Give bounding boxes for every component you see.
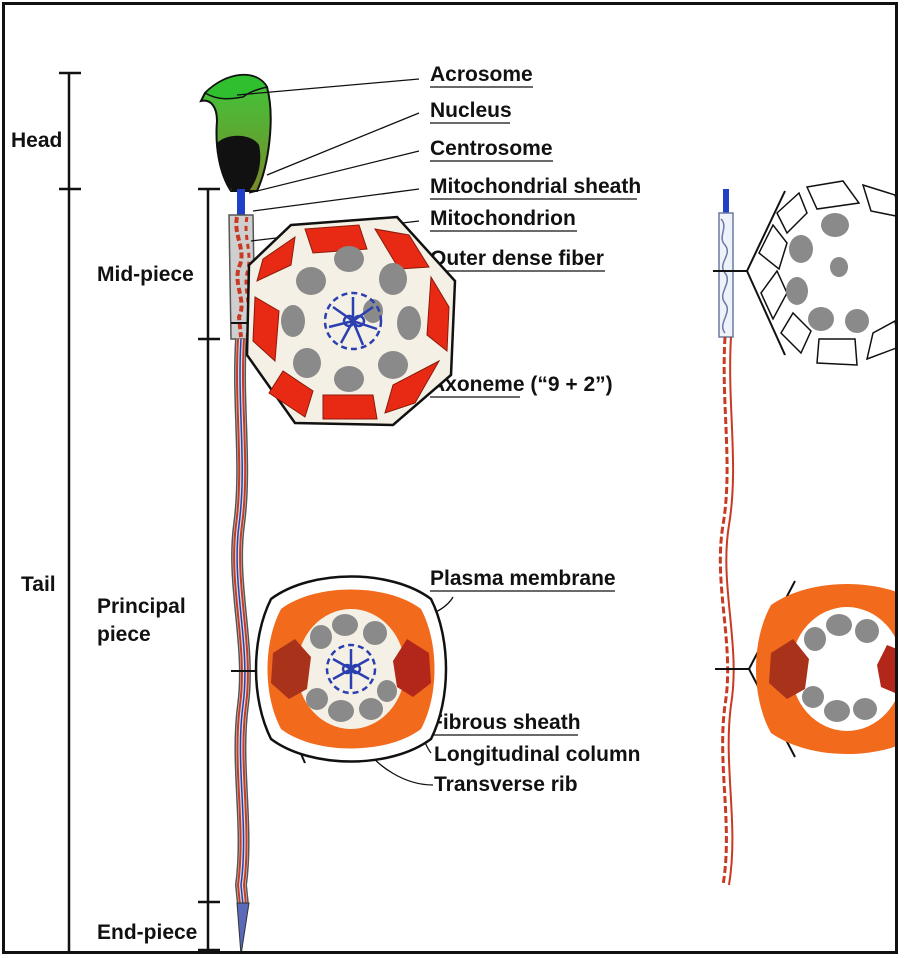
- mitochondrion-label: Mitochondrion: [430, 207, 576, 230]
- centrosome-shape: [237, 189, 245, 217]
- principal-piece-shape: [234, 339, 248, 905]
- sperm-structure-diagram: Head Tail Mid-piece Principal piece End-…: [5, 5, 898, 954]
- midpiece-cross-section: [247, 217, 455, 425]
- principal-piece-label-1: Principal: [97, 595, 186, 618]
- principal-piece-label-2: piece: [97, 623, 151, 646]
- mid-piece-label: Mid-piece: [97, 263, 194, 286]
- transverse-rib-label: Transverse rib: [434, 773, 578, 796]
- nucleus-shape: [217, 136, 260, 191]
- acrosome-label: Acrosome: [430, 63, 533, 86]
- head-label: Head: [11, 129, 62, 152]
- plasma-membrane-label: Plasma membrane: [430, 567, 616, 590]
- nucleus-label: Nucleus: [430, 99, 512, 122]
- axoneme-label: Axoneme (“9 + 2”): [430, 373, 613, 396]
- principal-cross-section: [256, 577, 446, 762]
- tail-label: Tail: [21, 573, 56, 596]
- end-piece-shape: [237, 903, 249, 954]
- tail-bracket: [59, 189, 81, 953]
- subregion-bracket: [198, 189, 220, 950]
- right-principal-cross-section: [756, 584, 898, 754]
- outer-dense-fiber-label: Outer dense fiber: [430, 247, 604, 270]
- end-piece-label: End-piece: [97, 921, 197, 944]
- sperm-head: [201, 75, 271, 191]
- right-midpiece-cross-section: [759, 181, 898, 365]
- longitudinal-column-label: Longitudinal column: [434, 743, 640, 766]
- fibrous-sheath-label: Fibrous sheath: [430, 711, 581, 734]
- centrosome-label: Centrosome: [430, 137, 553, 160]
- right-sperm-tail: [719, 189, 734, 885]
- mitochondrial-sheath-label: Mitochondrial sheath: [430, 175, 641, 198]
